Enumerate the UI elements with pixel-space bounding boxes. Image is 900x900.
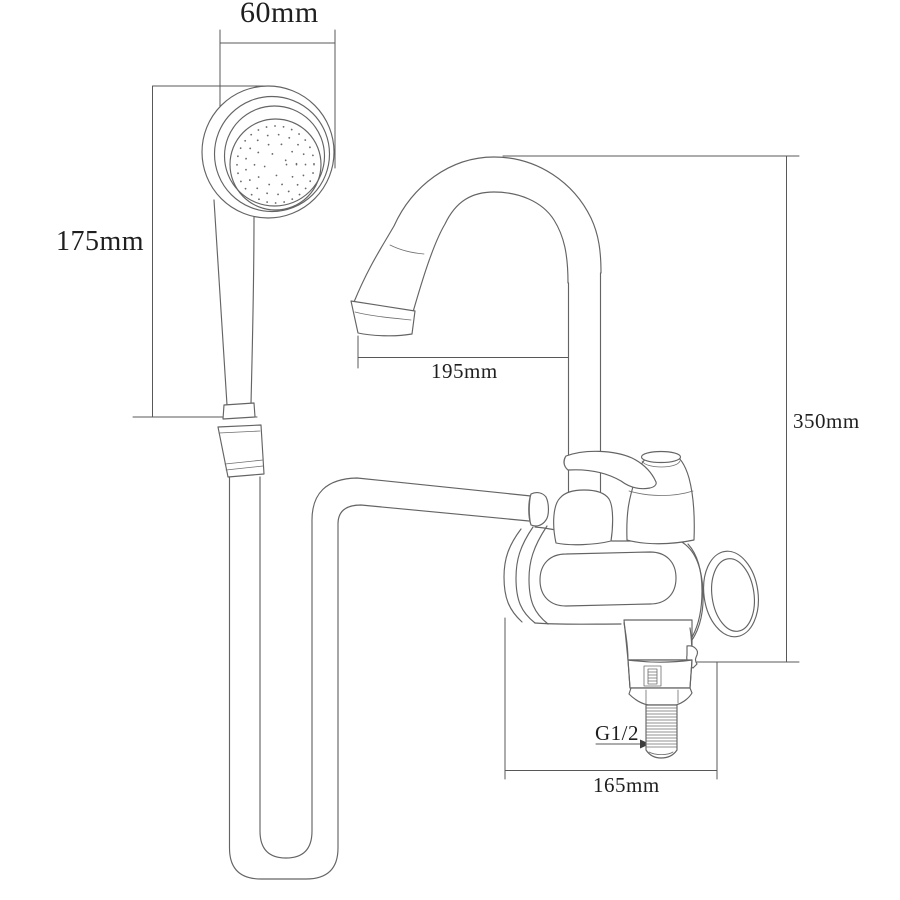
threaded-inlet: [645, 704, 678, 759]
collar: [627, 659, 693, 691]
riser-base-boss: [553, 489, 614, 546]
spray-nozzle-dots-outer: [236, 125, 315, 204]
handle-cone: [217, 424, 265, 478]
shower-handle: [213, 199, 265, 478]
mounting-nut: [628, 687, 693, 706]
label-spout-reach: 195mm: [431, 359, 498, 383]
spray-nozzle-dots-center: [263, 152, 288, 177]
spout-band: [389, 244, 425, 255]
faucet-body: [503, 525, 759, 647]
hose-coupler: [528, 492, 550, 527]
thread-hatching: [645, 707, 678, 756]
spray-nozzle-dots-mid: [244, 133, 307, 196]
mounting-assembly: [623, 619, 699, 759]
shower-hose: [228, 476, 550, 880]
handle-ring: [222, 402, 256, 420]
label-shower-head-width: 60mm: [240, 0, 319, 29]
dimension-350mm-lines: [502, 155, 800, 663]
gooseneck-spout: [350, 156, 602, 493]
label-body-span: 165mm: [593, 773, 660, 797]
left-flange-outer: [503, 528, 523, 623]
label-inlet-thread: G1/2: [595, 721, 639, 745]
label-overall-height: 350mm: [793, 409, 860, 433]
spray-nozzle-dots-inner: [253, 142, 298, 187]
set-screw: [643, 665, 662, 687]
top-fittings: [553, 450, 695, 546]
spout-tip: [350, 300, 416, 337]
label-shower-handle-length: 175mm: [56, 226, 145, 257]
neck-fill: [623, 619, 693, 661]
shower-head: [201, 85, 335, 219]
handle-cap: [640, 450, 682, 464]
dimension-165mm-lines: [504, 617, 718, 780]
right-cap-band: [679, 540, 704, 647]
thread-callout-arrow: [595, 739, 650, 749]
body-bottom-edge: [534, 622, 622, 625]
spray-face: [229, 118, 322, 211]
dimension-195mm-lines: [357, 335, 569, 369]
display-window: [539, 551, 677, 607]
